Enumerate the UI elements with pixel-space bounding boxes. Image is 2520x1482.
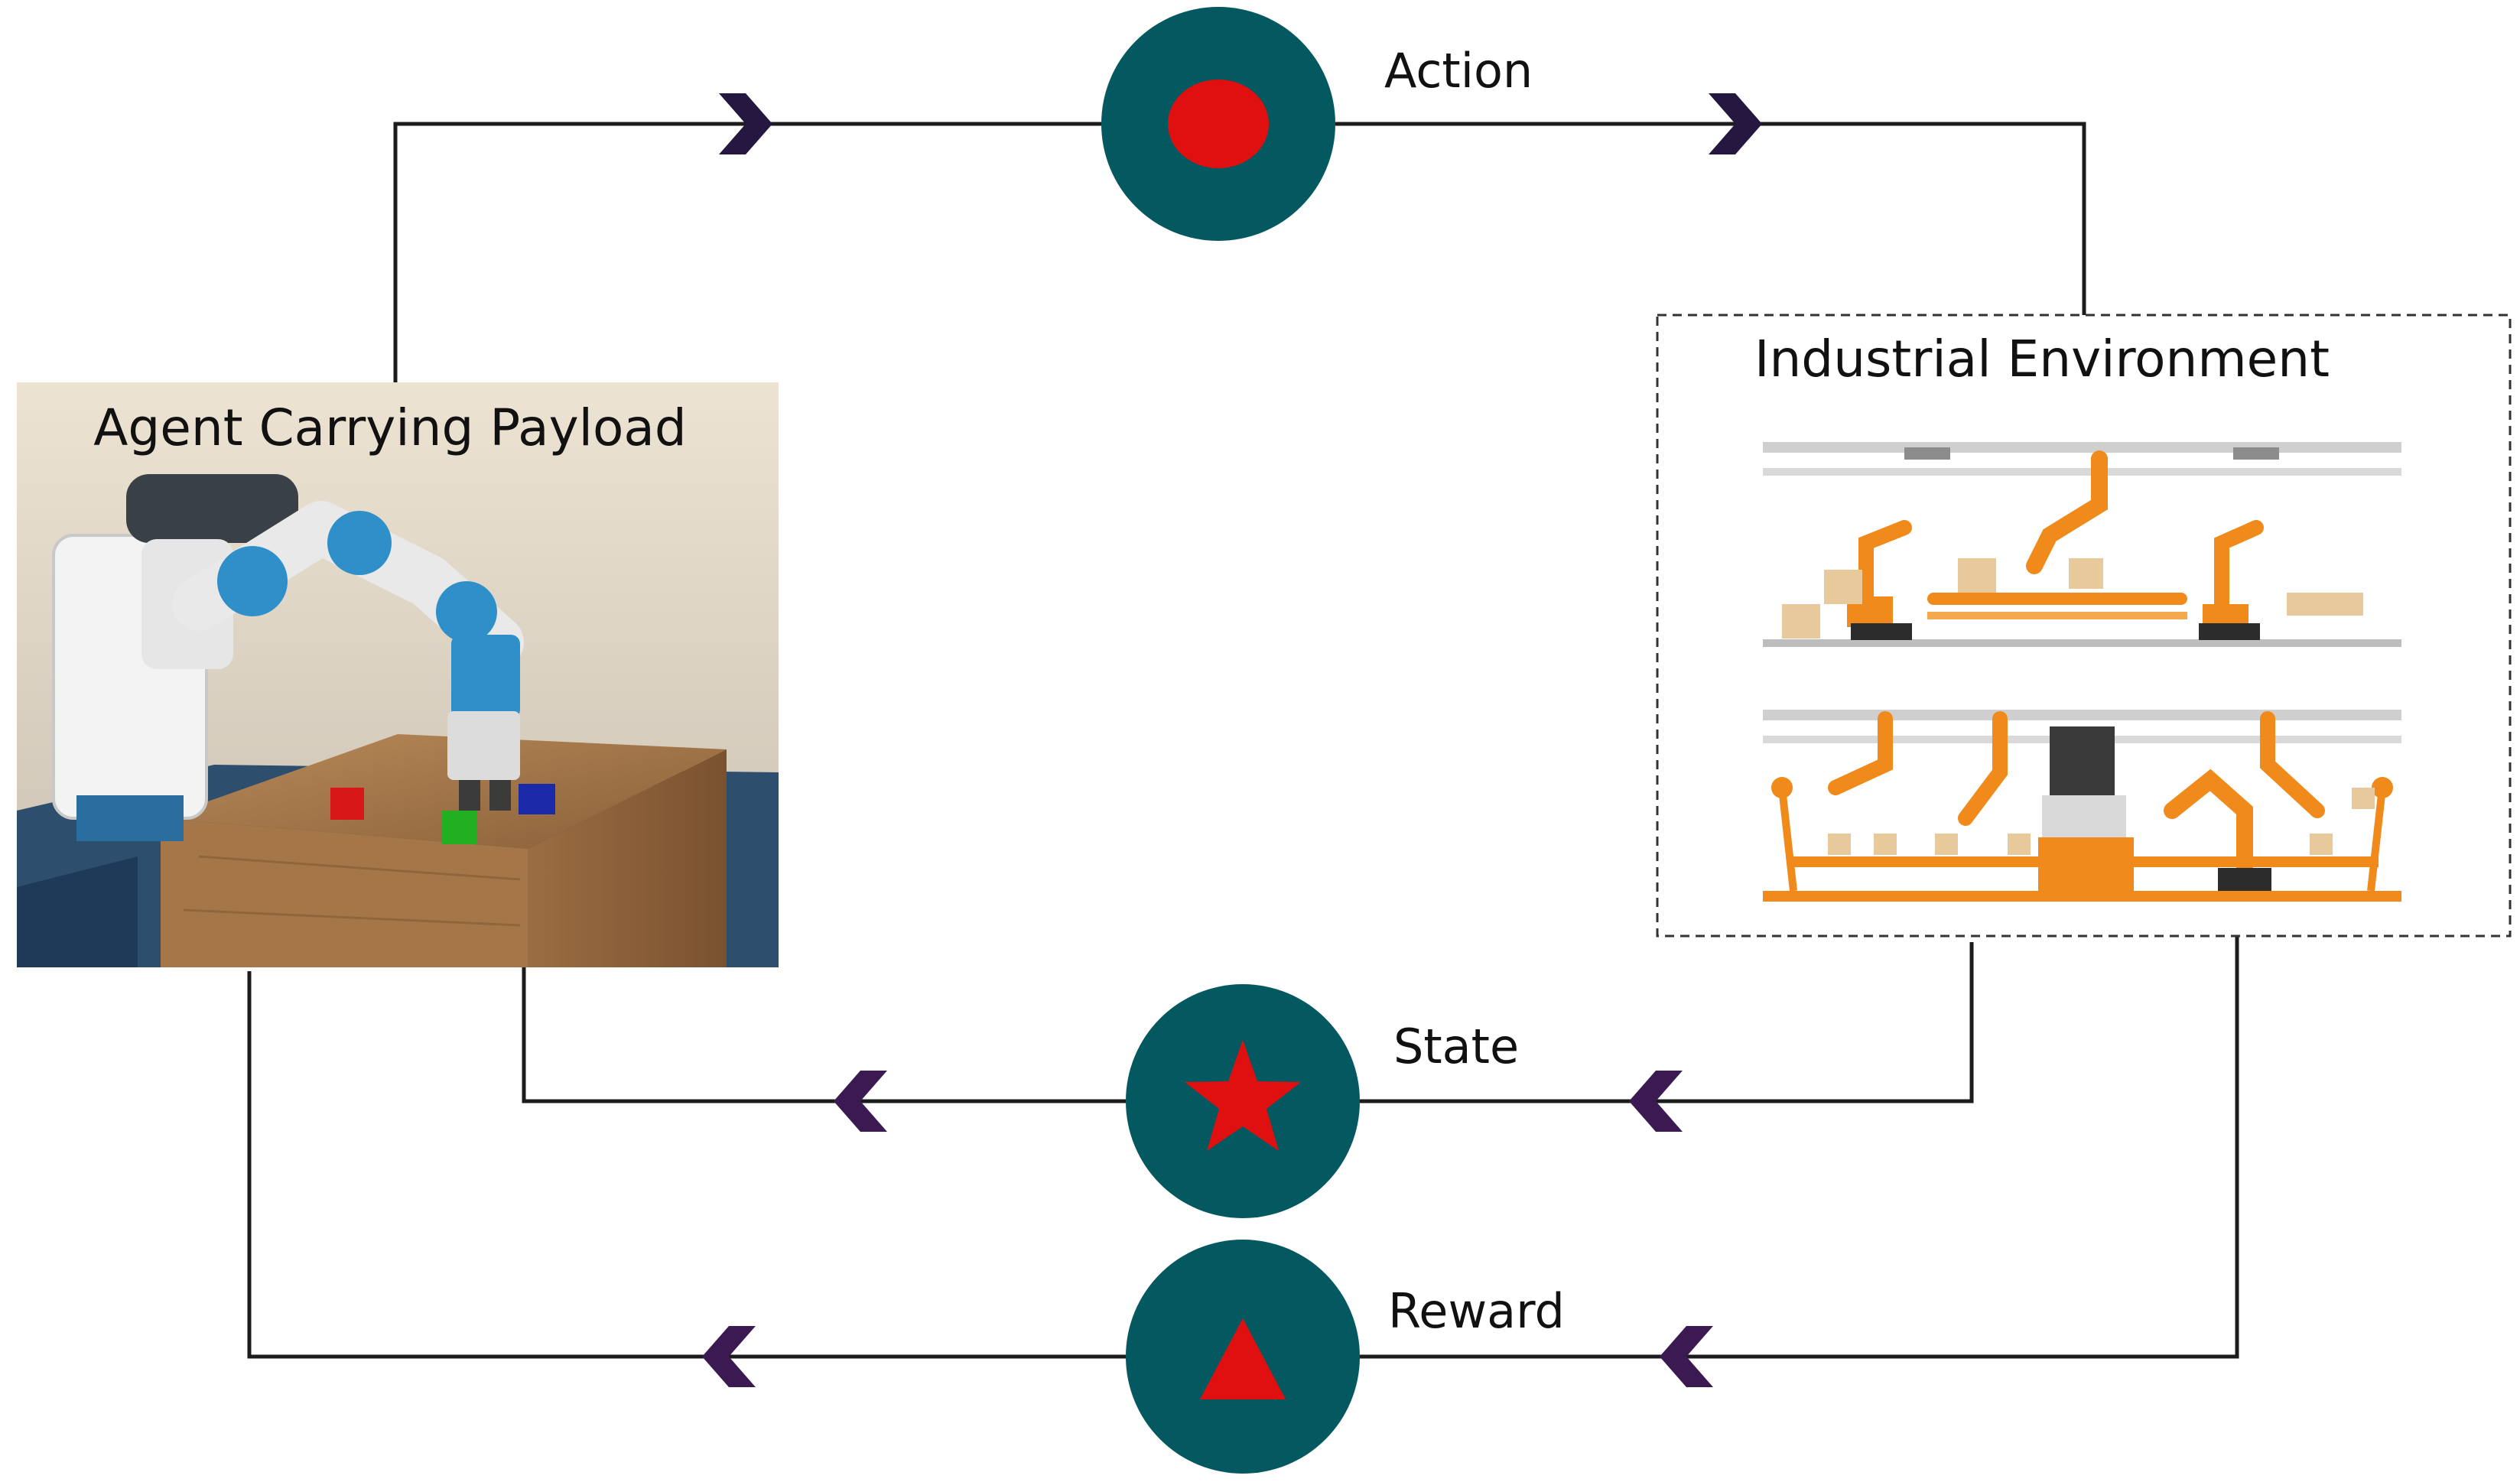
action-flow-line-right (1335, 122, 2086, 315)
green-block (442, 811, 477, 844)
environment-panel: Industrial Environment (1656, 314, 2512, 938)
robot-arm-illustration (52, 474, 524, 841)
reward-flow-line-left (247, 971, 1126, 1359)
blue-block (519, 784, 555, 814)
action-flow-line (393, 122, 1101, 382)
chevron-right-icon (719, 93, 772, 154)
reward-label: Reward (1388, 1283, 1565, 1339)
chevron-right-icon (1709, 93, 1762, 154)
chevron-left-icon (834, 1071, 887, 1132)
chevron-left-icon (1629, 1071, 1683, 1132)
state-flow-line-left (522, 956, 1126, 1103)
agent-title: Agent Carrying Payload (93, 398, 686, 457)
reward-flow-line-right (1360, 936, 2239, 1359)
action-node (1101, 7, 1335, 241)
environment-title: Industrial Environment (1754, 330, 2330, 388)
reward-node (1126, 1240, 1360, 1474)
state-node (1126, 984, 1360, 1218)
chevron-left-icon (702, 1326, 756, 1387)
agent-panel: Agent Carrying Payload (17, 382, 779, 967)
action-label: Action (1384, 43, 1533, 99)
state-label: State (1393, 1019, 1519, 1074)
chevron-left-icon (1660, 1326, 1713, 1387)
star-icon (1185, 1040, 1301, 1151)
red-block (330, 788, 364, 820)
state-flow-line-right (1360, 942, 1974, 1103)
circle-icon (1168, 80, 1269, 168)
triangle-icon (1200, 1318, 1286, 1399)
table-illustration (161, 734, 727, 967)
factory-illustration (1763, 442, 2401, 902)
